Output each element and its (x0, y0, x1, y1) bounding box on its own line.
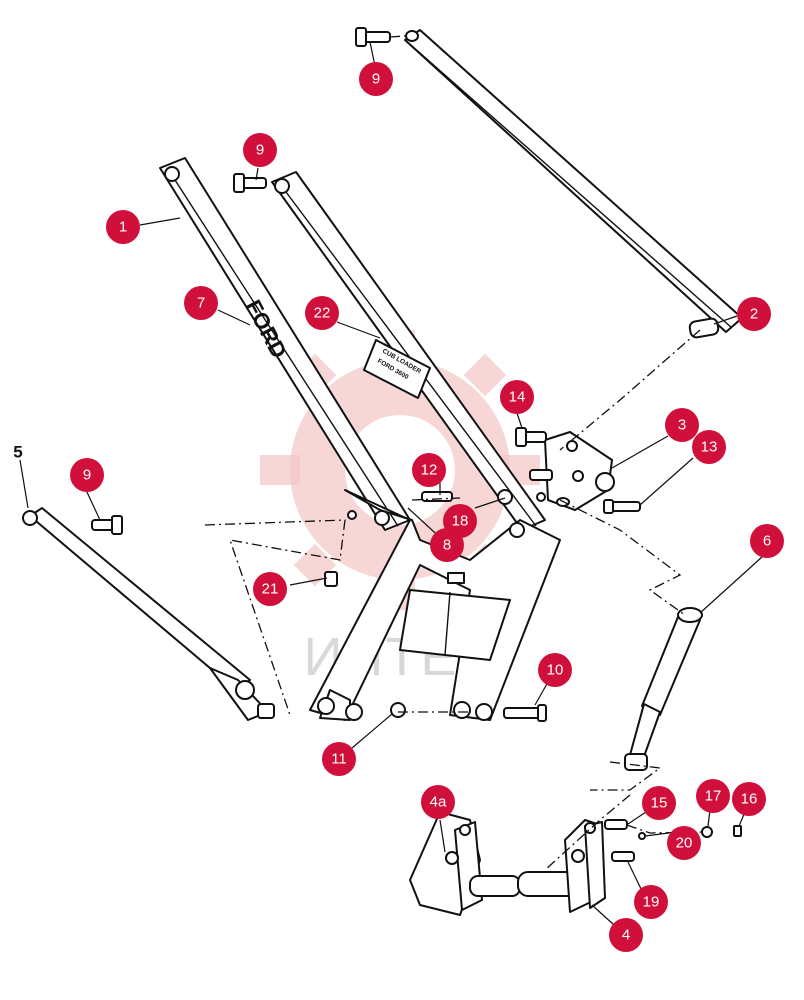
connection-lines (204, 329, 706, 871)
callout-16: 16 (732, 782, 766, 816)
callout-6: 6 (750, 524, 784, 558)
upper-tie-bar (404, 29, 743, 339)
svg-text:21: 21 (262, 581, 279, 598)
svg-text:4: 4 (622, 927, 630, 944)
pivot-bracket (544, 431, 615, 511)
svg-text:4a: 4a (430, 794, 447, 811)
callout-3: 3 (665, 408, 699, 442)
callout-1: 1 (106, 210, 140, 244)
pin-14-part (515, 427, 553, 481)
svg-text:18: 18 (452, 513, 469, 530)
svg-text:3: 3 (678, 417, 686, 434)
callout-17: 17 (696, 779, 730, 813)
svg-text:22: 22 (314, 305, 331, 322)
right-loader-arm: CUB LOADER FORD 3600 (271, 171, 546, 531)
pin-left (91, 515, 123, 535)
callout-13: 13 (692, 430, 726, 464)
pin-top (355, 27, 406, 47)
svg-text:11: 11 (331, 751, 347, 768)
svg-text:10: 10 (547, 662, 564, 679)
svg-text:13: 13 (701, 439, 718, 456)
small-hardware (604, 819, 742, 862)
callout-7: 7 (184, 286, 218, 320)
bolt-12-part (421, 491, 453, 502)
svg-text:19: 19 (643, 894, 660, 911)
callout-5: 5 (13, 443, 22, 462)
svg-text:14: 14 (509, 389, 526, 406)
svg-text:9: 9 (256, 142, 264, 159)
svg-text:8: 8 (443, 537, 451, 554)
svg-text:9: 9 (372, 71, 380, 88)
callout-9-top: 9 (359, 62, 393, 96)
callout-4: 4 (609, 918, 643, 952)
callout-15: 15 (642, 786, 676, 820)
svg-text:20: 20 (676, 835, 693, 852)
svg-text:1: 1 (119, 219, 127, 236)
callout-2: 2 (737, 297, 771, 331)
callout-20: 20 (667, 826, 701, 860)
callout-9-left: 9 (70, 458, 104, 492)
svg-text:7: 7 (197, 295, 205, 312)
bolt-10-part (503, 704, 547, 722)
callout-12: 12 (412, 453, 446, 487)
bolt-13-part (603, 499, 641, 514)
svg-text:2: 2 (750, 306, 758, 323)
lift-cylinder-left (22, 507, 275, 721)
svg-text:12: 12 (421, 462, 438, 479)
bucket-cylinder (624, 607, 703, 771)
svg-text:6: 6 (763, 533, 771, 550)
callout-4a: 4a (421, 785, 455, 819)
svg-text:15: 15 (651, 795, 668, 812)
svg-text:9: 9 (83, 467, 91, 484)
callout-14: 14 (500, 380, 534, 414)
leader-lines (19, 41, 763, 926)
svg-text:16: 16 (741, 791, 758, 808)
callout-19: 19 (634, 885, 668, 919)
mounting-frame (309, 489, 561, 721)
svg-text:5: 5 (13, 443, 22, 462)
lower-bracket-assembly (409, 811, 606, 916)
callout-11: 11 (322, 742, 356, 776)
callout-9-mid: 9 (243, 133, 277, 167)
callout-22: 22 (305, 296, 339, 330)
callout-21: 21 (253, 572, 287, 606)
svg-text:17: 17 (705, 788, 722, 805)
washer-11-part (390, 702, 406, 718)
callout-10: 10 (538, 653, 572, 687)
pin-mid (233, 173, 267, 193)
callout-18: 18 (443, 504, 477, 538)
bolt-21-part (324, 571, 338, 587)
